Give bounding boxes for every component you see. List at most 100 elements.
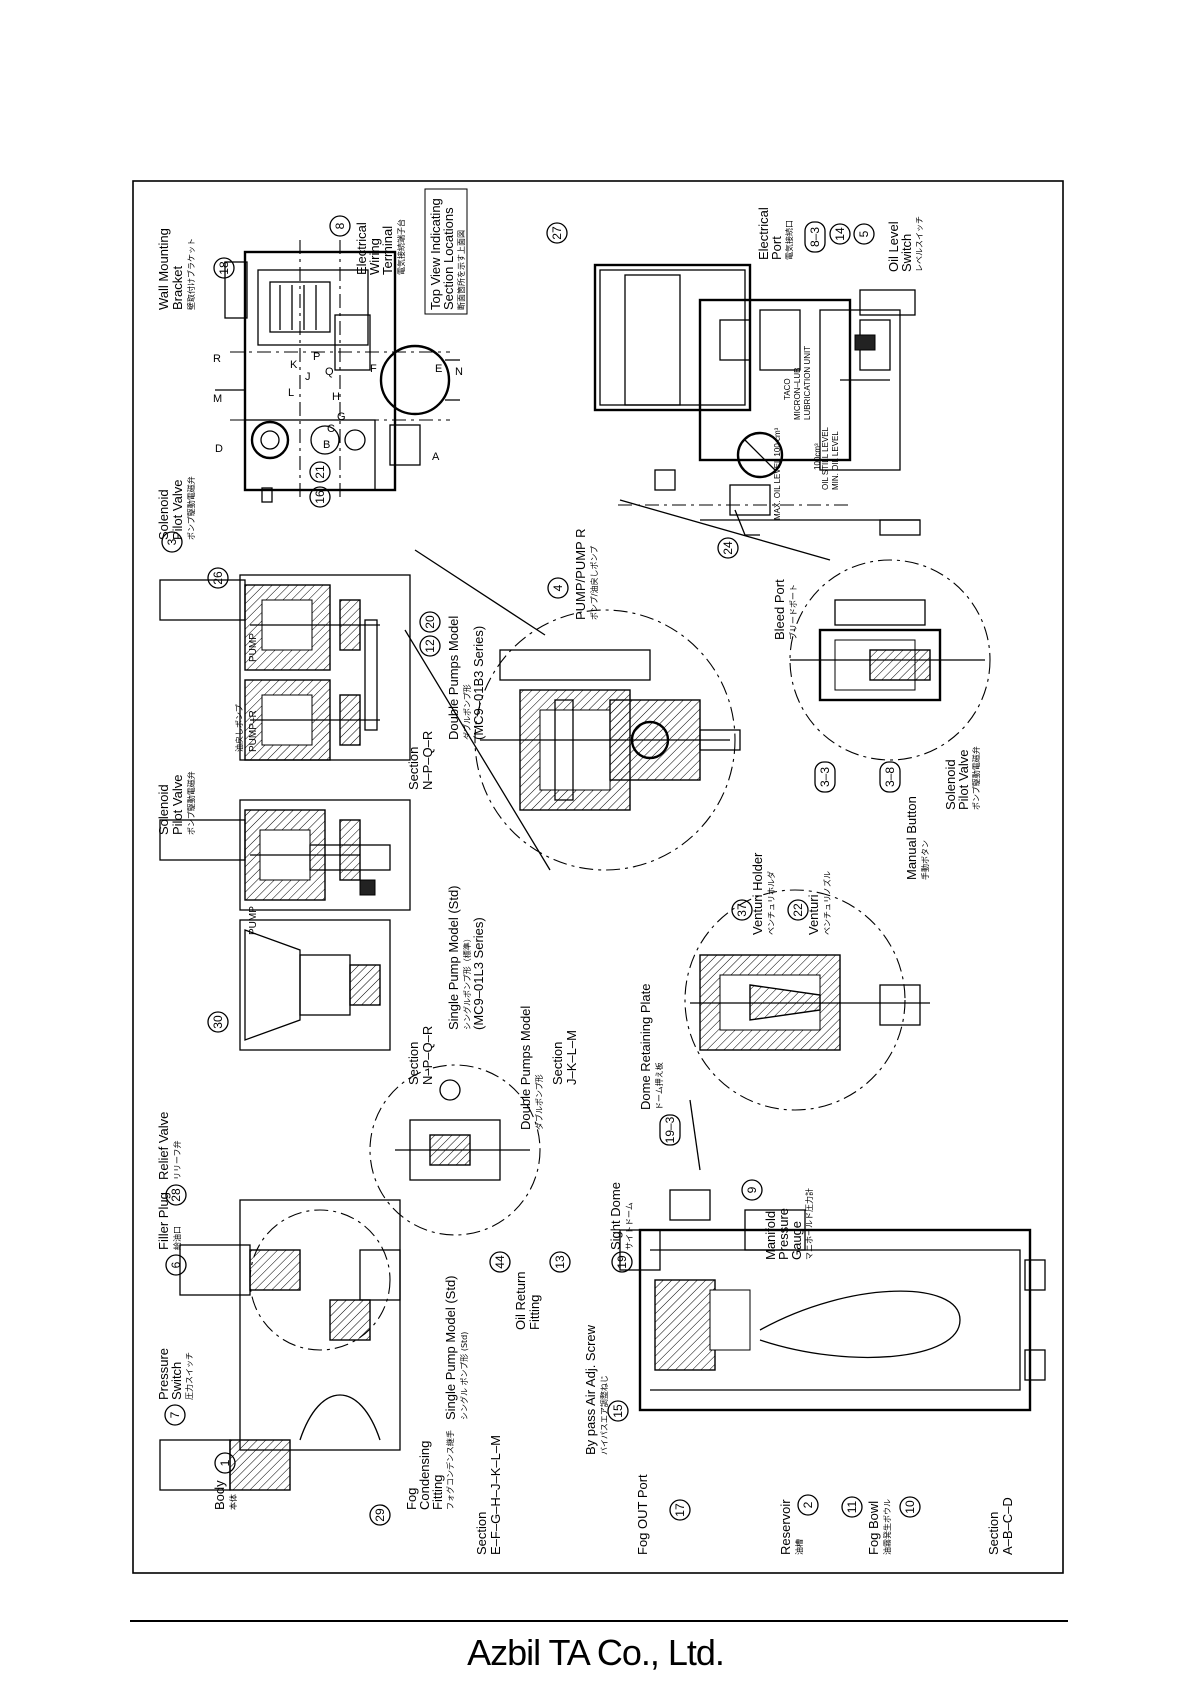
svg-text:24: 24 [721,541,735,555]
label-top-view: Top View Indicating Section Locations 断面… [424,188,468,315]
svg-text:14: 14 [833,227,847,241]
part-2: 2 [797,1494,819,1516]
part-6: 6 [165,1254,187,1276]
svg-text:ベンチュリホルダ: ベンチュリホルダ [766,871,776,935]
part-16: 16 [309,486,331,508]
svg-text:PUMP–R: PUMP–R [248,710,259,752]
part-30: 30 [207,1011,229,1033]
taco-logo-text: TACO [783,378,792,400]
part-number-circles: 18 8 3 26 16 21 27 14 5 8–3 24 20 12 4 3… [161,215,921,1526]
svg-text:Relief Valve: Relief Valve [156,1112,171,1180]
svg-text:レベルスイッチ: レベルスイッチ [915,216,924,272]
svg-text:ポンプ駆動電磁弁: ポンプ駆動電磁弁 [186,476,196,540]
part-29: 29 [369,1504,391,1526]
part-5: 5 [853,223,875,245]
section-letter-k: K [290,359,298,371]
label-body: Body 本体 [212,1480,238,1510]
svg-text:リリーフ弁: リリーフ弁 [172,1140,182,1180]
label-electrical-port: Electrical Port 電気接続口 [756,207,794,260]
svg-text:20: 20 [423,615,437,629]
pump-section-base-30 [239,919,391,1051]
label-pump-r-jp: 油戻しポンプ [234,704,244,752]
svg-text:Electrical: Electrical [354,222,369,275]
svg-text:Port: Port [769,236,784,260]
min-oil-level-text: MIN. OIL LEVEL [831,431,840,490]
svg-text:Solenoid: Solenoid [156,489,171,540]
svg-text:27: 27 [550,226,564,240]
part-26: 26 [207,567,229,589]
label-venturi: Venturi ベンチュリノズル [806,871,832,935]
svg-text:17: 17 [673,1503,687,1517]
svg-text:サイトドーム: サイトドーム [625,1202,634,1250]
svg-text:Wall Mounting: Wall Mounting [156,228,171,310]
part-21: 21 [309,461,331,483]
part-19-3: 19–3 [659,1114,681,1146]
svg-text:ベンチュリノズル: ベンチュリノズル [822,871,832,935]
svg-text:Section: Section [550,1042,565,1085]
part-24: 24 [717,537,739,559]
part-15: 15 [607,1400,629,1422]
svg-text:Dome Retaining Plate: Dome Retaining Plate [638,984,653,1110]
part-20: 20 [419,611,441,633]
section-letters: D M R L K J P Q H G F C B E N A [213,351,463,463]
part-4: 4 [547,577,569,599]
part-37: 37 [731,899,753,921]
label-pump-pump-r: PUMP/PUMP R ポンプ/油戻しポンプ [573,529,599,621]
detail-circle-jklm [369,1064,541,1236]
section-letter-m: M [213,393,222,405]
label-section-jklm: Section J–K–L–M [550,1030,579,1085]
part-19: 19 [611,1251,633,1273]
part-11: 11 [841,1496,863,1518]
footer-rule [130,1620,1068,1622]
svg-text:Wiring: Wiring [367,238,382,275]
footer-company-name: Azbil TA Co., Ltd. [467,1632,725,1673]
lubrication-unit-text: LUBRICATION UNIT [803,346,812,420]
label-section-efghjklm: Section E–F–G–H–J–K–L–M [474,1435,503,1555]
svg-text:Body: Body [212,1480,227,1510]
part-3-3: 3–3 [814,761,836,793]
label-bleed-port: Bleed Port ブリードポート [772,579,798,640]
svg-text:Electrical: Electrical [756,207,771,260]
svg-text:ポンプ/油戻しポンプ: ポンプ/油戻しポンプ [589,546,599,620]
svg-text:Terminal: Terminal [380,226,395,275]
label-section-nqpr-top: Section N–P–Q–R [406,731,435,790]
label-electrical-wiring-terminal: Electrical Wiring Terminal 電気接続端子台 [354,219,406,275]
svg-text:断面箇所を示す上面図: 断面箇所を示す上面図 [456,230,466,310]
svg-text:Section Locations: Section Locations [441,207,456,310]
svg-text:Double Pumps Model: Double Pumps Model [518,1006,533,1130]
label-manual-button: Manual Button 手動ボタン [904,796,930,880]
svg-text:15: 15 [611,1404,625,1418]
svg-text:バイパスエア調整ねじ: バイパスエア調整ねじ [599,1375,609,1455]
pump-section-double [159,574,411,761]
label-double-pumps-model-short: Double Pumps Model ダブルポンプ形 [518,1006,544,1130]
svg-text:Fog Bowl: Fog Bowl [866,1501,881,1555]
svg-text:29: 29 [373,1508,387,1522]
svg-text:(MC9–01B3 Series): (MC9–01B3 Series) [471,626,486,740]
part-14: 14 [829,223,851,245]
svg-text:Pilot Valve: Pilot Valve [956,750,971,810]
svg-text:Venturi: Venturi [806,894,821,935]
label-oil-return-fitting: Oil Return Fitting [513,1271,542,1330]
part-12: 12 [419,635,441,657]
svg-text:16: 16 [313,490,327,504]
label-dome-retaining-plate: Dome Retaining Plate ドーム押え板 [638,984,664,1110]
svg-text:3–3: 3–3 [818,767,832,787]
label-wall-mounting-bracket: Wall Mounting Bracket 壁取付けブラケット [156,228,196,310]
part-3-8: 3–8 [879,761,901,793]
svg-text:A–B–C–D: A–B–C–D [1000,1497,1015,1555]
svg-text:10: 10 [903,1500,917,1514]
svg-text:手動ボタン: 手動ボタン [920,840,930,880]
svg-text:Reservoir: Reservoir [778,1499,793,1555]
svg-text:Section: Section [474,1512,489,1555]
svg-text:Pressure: Pressure [776,1208,791,1260]
part-1: 1 [214,1452,236,1474]
section-letter-j: J [305,371,311,383]
part-22: 22 [787,899,809,921]
svg-text:1: 1 [218,1459,232,1466]
label-sight-dome: Sight Dome サイトドーム [608,1182,634,1250]
svg-text:Pilot Valve: Pilot Valve [170,775,185,835]
part-27: 27 [546,222,568,244]
svg-text:E–F–G–H–J–K–L–M: E–F–G–H–J–K–L–M [488,1435,503,1555]
section-letter-d: D [215,443,223,455]
svg-text:電気接続口: 電気接続口 [784,220,794,260]
